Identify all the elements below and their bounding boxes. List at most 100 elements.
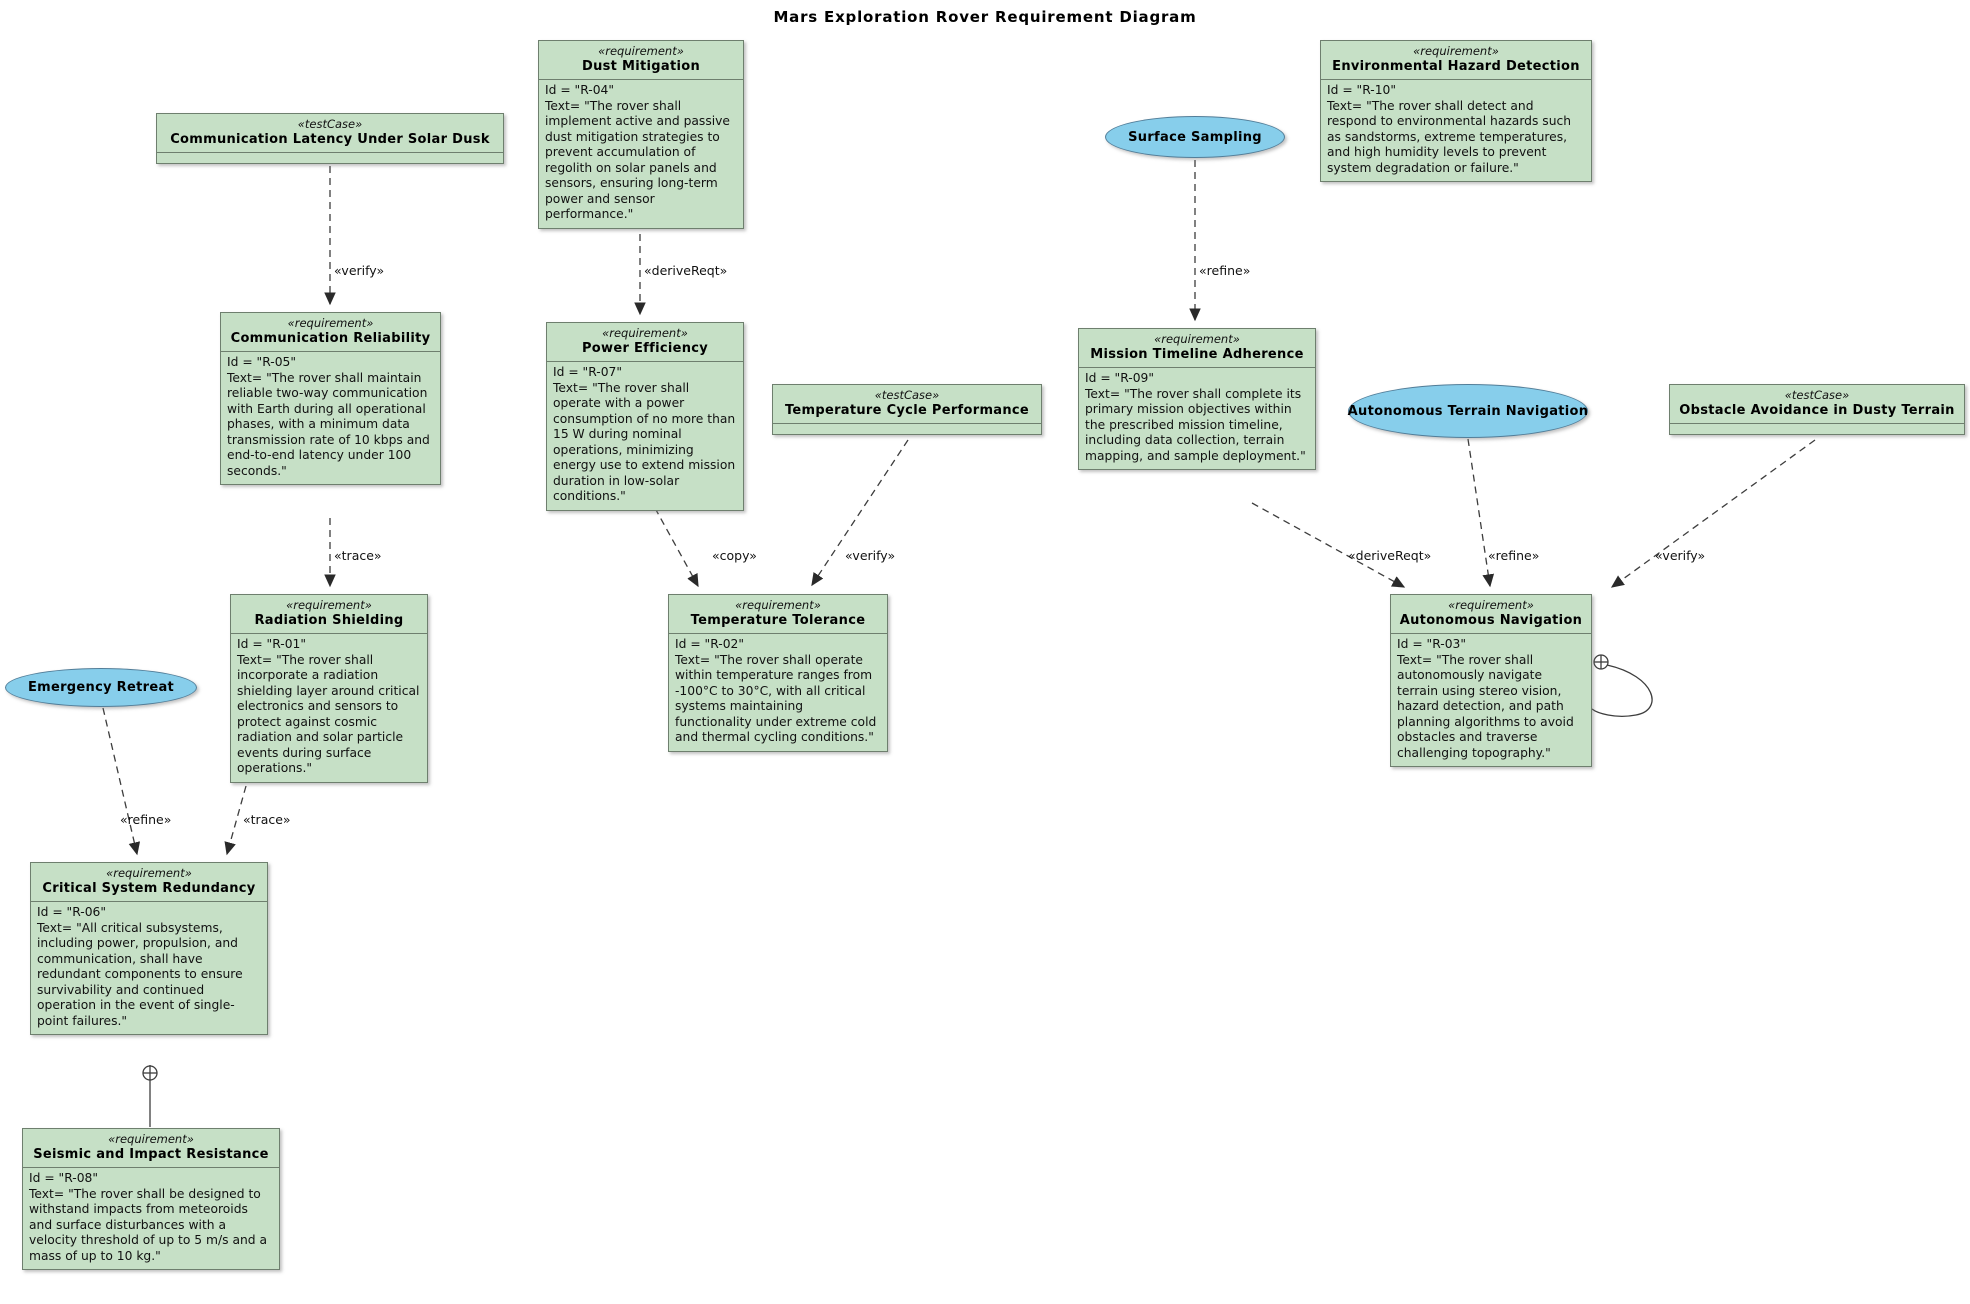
requirement-id: Id = "R-08": [29, 1171, 98, 1185]
stereotype-label: «requirement»: [106, 866, 192, 880]
requirement-id: Id = "R-07": [553, 365, 622, 379]
empty-compartment: [157, 152, 503, 163]
edge-derivereqt-mission-autonav: [1251, 502, 1406, 588]
edge-label-trace: «trace»: [243, 812, 291, 827]
requirement-body: Id = "R-03" Text= "The rover shall auton…: [1391, 634, 1591, 766]
box-header: «requirement» Dust Mitigation: [539, 41, 743, 80]
empty-compartment: [773, 423, 1041, 434]
usecase-autonomous-terrain-navigation: Autonomous Terrain Navigation: [1348, 384, 1588, 438]
testcase-box-obstacle-avoidance: «testCase» Obstacle Avoidance in Dusty T…: [1669, 384, 1965, 435]
box-header: «testCase» Temperature Cycle Performance: [773, 385, 1041, 423]
stereotype-label: «testCase»: [1784, 388, 1850, 402]
requirement-id: Id = "R-02": [675, 637, 744, 651]
box-header: «requirement» Environmental Hazard Detec…: [1321, 41, 1591, 80]
edge-refine-terrainnav-autonav: [1467, 438, 1495, 588]
requirement-box-critical-system-redundancy: «requirement» Critical System Redundancy…: [30, 862, 268, 1035]
stereotype-label: «requirement»: [1154, 332, 1240, 346]
requirement-body: Id = "R-05" Text= "The rover shall maint…: [221, 352, 440, 484]
requirement-box-dust-mitigation: «requirement» Dust Mitigation Id = "R-04…: [538, 40, 744, 229]
edge-label-refine: «refine»: [1488, 548, 1540, 563]
edge-label-verify: «verify»: [845, 548, 896, 563]
requirement-name: Power Efficiency: [581, 341, 709, 356]
requirement-name: Critical System Redundancy: [42, 881, 256, 896]
testcase-box-temperature-cycle: «testCase» Temperature Cycle Performance: [772, 384, 1042, 435]
edge-copy-power-temptol: [654, 507, 699, 588]
requirement-box-autonomous-navigation: «requirement» Autonomous Navigation Id =…: [1390, 594, 1592, 767]
requirement-box-power-efficiency: «requirement» Power Efficiency Id = "R-0…: [546, 322, 744, 511]
box-header: «requirement» Communication Reliability: [221, 313, 440, 352]
box-header: «requirement» Temperature Tolerance: [669, 595, 887, 634]
stereotype-label: «requirement»: [602, 326, 688, 340]
requirement-body: Id = "R-08" Text= "The rover shall be de…: [23, 1168, 279, 1269]
box-header: «requirement» Autonomous Navigation: [1391, 595, 1591, 634]
box-header: «requirement» Mission Timeline Adherence: [1079, 329, 1315, 368]
box-header: «requirement» Seismic and Impact Resista…: [23, 1129, 279, 1168]
requirement-name: Communication Reliability: [230, 331, 431, 346]
requirement-id: Id = "R-05": [227, 355, 296, 369]
box-header: «requirement» Radiation Shielding: [231, 595, 427, 634]
edge-label-copy: «copy»: [712, 548, 757, 563]
requirement-body: Id = "R-09" Text= "The rover shall compl…: [1079, 368, 1315, 469]
requirement-text: Text= "The rover shall operate within te…: [675, 652, 877, 745]
requirement-body: Id = "R-01" Text= "The rover shall incor…: [231, 634, 427, 782]
edge-label-refine: «refine»: [120, 812, 172, 827]
requirement-id: Id = "R-04": [545, 83, 614, 97]
requirement-id: Id = "R-09": [1085, 371, 1154, 385]
edge-label-verify: «verify»: [1655, 548, 1706, 563]
stereotype-label: «requirement»: [108, 1132, 194, 1146]
containment-icon: [1593, 654, 1609, 670]
stereotype-label: «requirement»: [1448, 598, 1534, 612]
requirement-name: Mission Timeline Adherence: [1090, 347, 1304, 362]
requirement-box-temperature-tolerance: «requirement» Temperature Tolerance Id =…: [668, 594, 888, 752]
requirement-body: Id = "R-06" Text= "All critical subsyste…: [31, 902, 267, 1034]
containment-icon: [142, 1065, 158, 1081]
testcase-name: Communication Latency Under Solar Dusk: [170, 132, 490, 147]
diagram-title: Mars Exploration Rover Requirement Diagr…: [773, 8, 1197, 26]
box-header: «requirement» Power Efficiency: [547, 323, 743, 362]
stereotype-label: «requirement»: [287, 316, 374, 330]
testcase-box-communication-latency: «testCase» Communication Latency Under S…: [156, 113, 504, 164]
testcase-name: Obstacle Avoidance in Dusty Terrain: [1679, 403, 1955, 418]
requirement-text: Text= "The rover shall be designed to wi…: [29, 1186, 268, 1263]
edge-label-verify: «verify»: [334, 263, 385, 278]
requirement-body: Id = "R-04" Text= "The rover shall imple…: [539, 80, 743, 228]
requirement-text: Text= "All critical subsystems, includin…: [37, 920, 243, 1028]
testcase-name: Temperature Cycle Performance: [784, 403, 1030, 418]
requirement-box-mission-timeline-adherence: «requirement» Mission Timeline Adherence…: [1078, 328, 1316, 470]
usecase-label: Autonomous Terrain Navigation: [1347, 403, 1589, 419]
edge-verify-obstacle-autonav: [1610, 439, 1816, 588]
edge-refine-retreat-redundancy: [102, 707, 141, 856]
edge-verify-tempcycle-temptol: [811, 439, 909, 587]
edge-label-refine: «refine»: [1199, 263, 1251, 278]
requirement-id: Id = "R-01": [237, 637, 306, 651]
edge-label-derivereqt: «deriveReqt»: [1348, 548, 1432, 563]
requirement-text: Text= "The rover shall detect and respon…: [1327, 98, 1572, 175]
requirement-text: Text= "The rover shall autonomously navi…: [1397, 652, 1574, 760]
requirement-box-communication-reliability: «requirement» Communication Reliability …: [220, 312, 441, 485]
usecase-label: Emergency Retreat: [27, 680, 175, 695]
requirement-box-radiation-shielding: «requirement» Radiation Shielding Id = "…: [230, 594, 428, 783]
requirement-body: Id = "R-10" Text= "The rover shall detec…: [1321, 80, 1591, 181]
requirement-box-environmental-hazard-detection: «requirement» Environmental Hazard Detec…: [1320, 40, 1592, 182]
requirement-id: Id = "R-03": [1397, 637, 1466, 651]
usecase-surface-sampling: Surface Sampling: [1105, 116, 1285, 158]
edge-label-derivereqt: «deriveReqt»: [644, 263, 728, 278]
box-header: «testCase» Communication Latency Under S…: [157, 114, 503, 152]
edge-label-trace: «trace»: [334, 548, 382, 563]
edge-selfloop-autonav: [1591, 664, 1653, 717]
requirement-name: Seismic and Impact Resistance: [33, 1147, 269, 1162]
requirement-body: Id = "R-02" Text= "The rover shall opera…: [669, 634, 887, 751]
box-header: «testCase» Obstacle Avoidance in Dusty T…: [1670, 385, 1964, 423]
requirement-box-seismic-impact-resistance: «requirement» Seismic and Impact Resista…: [22, 1128, 280, 1270]
stereotype-label: «testCase»: [297, 117, 363, 131]
requirement-name: Dust Mitigation: [581, 59, 701, 74]
requirement-name: Autonomous Navigation: [1399, 613, 1583, 628]
requirement-text: Text= "The rover shall implement active …: [545, 98, 730, 222]
stereotype-label: «requirement»: [286, 598, 372, 612]
stereotype-label: «requirement»: [598, 44, 684, 58]
requirement-text: Text= "The rover shall operate with a po…: [553, 380, 736, 504]
requirement-id: Id = "R-10": [1327, 83, 1396, 97]
requirement-text: Text= "The rover shall incorporate a rad…: [237, 652, 420, 776]
